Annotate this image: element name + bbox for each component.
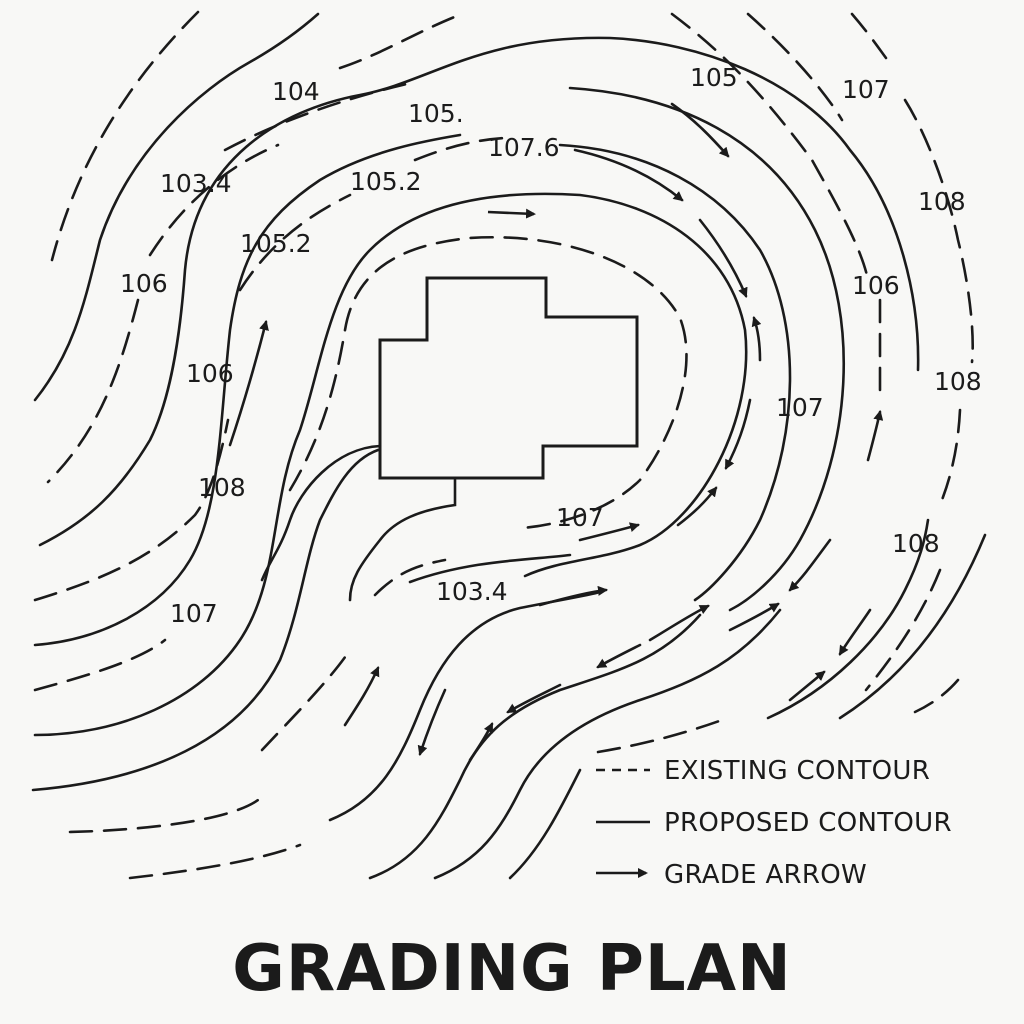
grade-arrow [728, 602, 780, 632]
existing-contour [596, 718, 724, 754]
legend-proposed-label: PROPOSED CONTOUR [664, 808, 952, 838]
grade-arrow [578, 522, 640, 542]
grade-arrow [838, 608, 872, 656]
proposed-contour [33, 192, 748, 737]
proposed-contour [31, 448, 380, 792]
grade-arrow [676, 486, 718, 527]
existing-contour [864, 568, 942, 692]
contour-label: 107 [842, 75, 890, 104]
contour-label: 105 [690, 63, 738, 92]
grade-arrow [724, 398, 752, 470]
proposed-contour [838, 533, 987, 720]
existing-contour [33, 418, 230, 602]
existing-contour [238, 193, 352, 292]
driveway-line [260, 444, 382, 582]
proposed-contour [558, 143, 792, 602]
contour-label: 108 [918, 187, 966, 216]
grade-arrow [228, 320, 269, 447]
grade-arrow [751, 316, 762, 362]
grade-arrow [538, 585, 608, 607]
grade-arrow [506, 683, 562, 714]
contour-label: 108 [934, 367, 982, 396]
proposed-contour [568, 86, 846, 612]
proposed-contours [31, 12, 987, 880]
existing-contour [670, 12, 870, 282]
existing-contour [50, 10, 200, 262]
grade-arrow [417, 688, 447, 756]
legend-arrow-label: GRADE ARROW [664, 860, 867, 890]
contour-label: 103.4 [436, 577, 508, 606]
grade-arrow [670, 102, 730, 158]
existing-contour [128, 843, 302, 880]
existing-contour [938, 408, 962, 507]
existing-contour [260, 648, 352, 752]
grade-arrow [698, 218, 748, 298]
proposed-contour [368, 613, 702, 880]
proposed-contour [508, 768, 582, 880]
grade-arrow [487, 208, 536, 219]
existing-contours [33, 10, 974, 880]
house-footprint [260, 276, 639, 602]
grade-arrow [788, 670, 826, 702]
contour-label: 108 [198, 473, 246, 502]
existing-contour [903, 98, 974, 364]
legend: EXISTING CONTOUR PROPOSED CONTOUR GRADE … [596, 756, 952, 890]
proposed-contour [33, 133, 462, 647]
proposed-contour [766, 518, 930, 720]
grade-arrow [648, 604, 710, 642]
legend-existing-label: EXISTING CONTOUR [664, 756, 930, 786]
existing-contour [33, 638, 167, 692]
grade-arrow [343, 666, 380, 727]
existing-contour [223, 80, 417, 152]
existing-contour [338, 12, 464, 70]
grade-arrow [573, 148, 684, 202]
contour-label: 106 [186, 359, 234, 388]
contour-label: 107 [776, 393, 824, 422]
proposed-contour [408, 553, 572, 584]
existing-contour [746, 12, 844, 122]
contour-label: 106 [120, 269, 168, 298]
existing-contour [288, 235, 688, 530]
proposed-contour [38, 36, 920, 547]
contour-label: 104 [272, 77, 320, 106]
contour-label: 103.4 [160, 169, 232, 198]
existing-contour [850, 12, 888, 60]
contour-label: 105.2 [240, 229, 312, 258]
contour-label: 108 [892, 529, 940, 558]
existing-contour [148, 143, 280, 257]
grade-arrows [228, 102, 884, 762]
existing-contour [46, 298, 140, 484]
proposed-contour [433, 608, 782, 880]
driveway-line [348, 478, 457, 602]
contour-label: 107.6 [488, 133, 560, 162]
contour-label: 107 [170, 599, 218, 628]
house-outline [378, 276, 639, 480]
grade-arrow [596, 643, 642, 669]
existing-contour [413, 136, 507, 162]
grade-arrow [788, 538, 832, 592]
grade-arrow [468, 722, 494, 762]
proposed-contour [328, 590, 602, 822]
contour-label: 105.2 [350, 167, 422, 196]
existing-contour [373, 558, 447, 597]
contour-labels: 104 105. 105 107 103.4 107.6 105.2 105.2… [120, 63, 982, 628]
proposed-contour [33, 12, 320, 402]
contour-label: 105. [408, 99, 464, 128]
existing-contour [913, 678, 960, 714]
contour-label: 107 [556, 503, 604, 532]
page-title: GRADING PLAN [232, 932, 791, 1006]
existing-contour [68, 798, 260, 834]
contour-label: 106 [852, 271, 900, 300]
grade-arrow [866, 410, 884, 462]
